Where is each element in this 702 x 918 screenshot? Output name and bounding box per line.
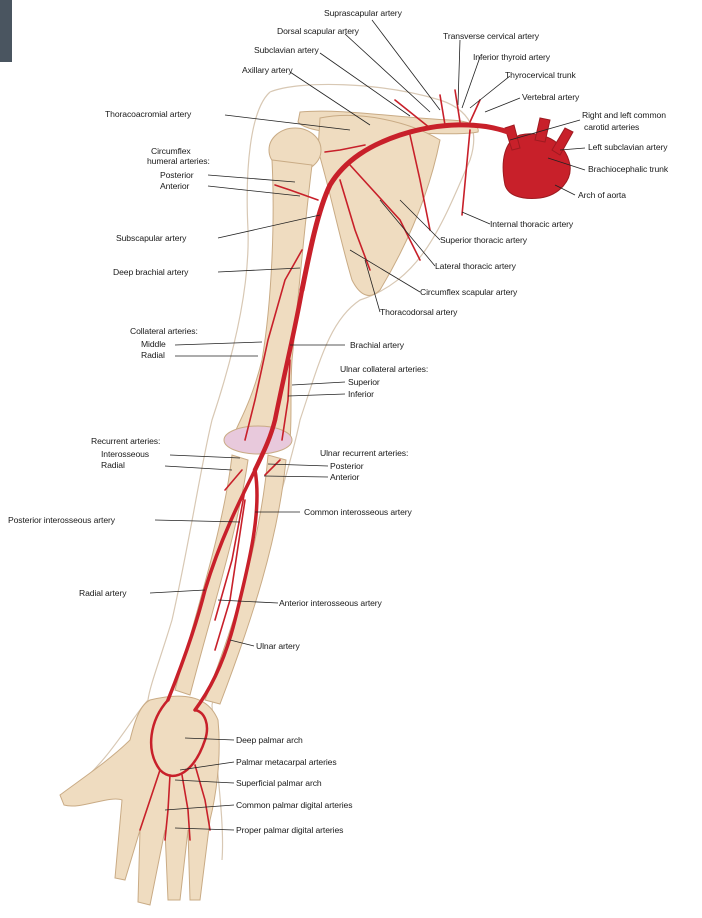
label-posterior-interosseous-artery: Posterior interosseous artery [8, 515, 115, 525]
label-anterior-interosseous-artery: Anterior interosseous artery [279, 598, 382, 608]
label-posterior-humeral: Posterior [160, 170, 194, 180]
label-dorsal-scapular-artery: Dorsal scapular artery [277, 26, 359, 36]
label-common-carotid-line1: Right and left common [582, 110, 666, 120]
label-anterior-ulnar-recurrent: Anterior [330, 472, 359, 482]
label-common-palmar-digital-arteries: Common palmar digital arteries [236, 800, 352, 810]
label-brachiocephalic-trunk: Brachiocephalic trunk [588, 164, 668, 174]
label-thyrocervical-trunk: Thyrocervical trunk [505, 70, 576, 80]
label-deep-palmar-arch: Deep palmar arch [236, 735, 303, 745]
label-ulnar-collateral-arteries: Ulnar collateral arteries: [340, 364, 428, 374]
label-recurrent-arteries: Recurrent arteries: [91, 436, 160, 446]
label-circumflex-humeral-line2: humeral arteries: [147, 156, 210, 166]
label-lateral-thoracic-artery: Lateral thoracic artery [435, 261, 516, 271]
label-proper-palmar-digital-arteries: Proper palmar digital arteries [236, 825, 343, 835]
label-radial-collateral: Radial [141, 350, 165, 360]
label-collateral-arteries: Collateral arteries: [130, 326, 198, 336]
label-subclavian-artery: Subclavian artery [254, 45, 319, 55]
label-deep-brachial-artery: Deep brachial artery [113, 267, 188, 277]
label-thoracoacromial-artery: Thoracoacromial artery [105, 109, 191, 119]
label-common-carotid-line2: carotid arteries [584, 122, 639, 132]
label-left-subclavian-artery: Left subclavian artery [588, 142, 667, 152]
label-circumflex-scapular-artery: Circumflex scapular artery [420, 287, 517, 297]
label-common-interosseous-artery: Common interosseous artery [304, 507, 412, 517]
label-brachial-artery: Brachial artery [350, 340, 404, 350]
label-suprascapular-artery: Suprascapular artery [324, 8, 402, 18]
label-inferior-thyroid-artery: Inferior thyroid artery [473, 52, 550, 62]
label-inferior-ulnar-collateral: Inferior [348, 389, 374, 399]
label-axillary-artery: Axillary artery [242, 65, 293, 75]
label-middle-collateral: Middle [141, 339, 166, 349]
aortic-arch [503, 118, 573, 198]
label-interosseous-recurrent: Interosseous [101, 449, 149, 459]
label-superior-thoracic-artery: Superior thoracic artery [440, 235, 527, 245]
label-ulnar-recurrent-arteries: Ulnar recurrent arteries: [320, 448, 408, 458]
label-superior-ulnar-collateral: Superior [348, 377, 380, 387]
label-radial-artery: Radial artery [79, 588, 126, 598]
label-superficial-palmar-arch: Superficial palmar arch [236, 778, 322, 788]
label-thoracodorsal-artery: Thoracodorsal artery [380, 307, 457, 317]
label-circumflex-humeral-line1: Circumflex [151, 146, 191, 156]
label-vertebral-artery: Vertebral artery [522, 92, 579, 102]
label-palmar-metacarpal-arteries: Palmar metacarpal arteries [236, 757, 337, 767]
label-transverse-cervical-artery: Transverse cervical artery [443, 31, 539, 41]
hand-bones [60, 696, 219, 905]
label-radial-recurrent: Radial [101, 460, 125, 470]
label-internal-thoracic-artery: Internal thoracic artery [490, 219, 573, 229]
label-subscapular-artery: Subscapular artery [116, 233, 186, 243]
label-ulnar-artery: Ulnar artery [256, 641, 300, 651]
label-anterior-humeral: Anterior [160, 181, 189, 191]
label-posterior-ulnar-recurrent: Posterior [330, 461, 364, 471]
label-arch-of-aorta: Arch of aorta [578, 190, 626, 200]
